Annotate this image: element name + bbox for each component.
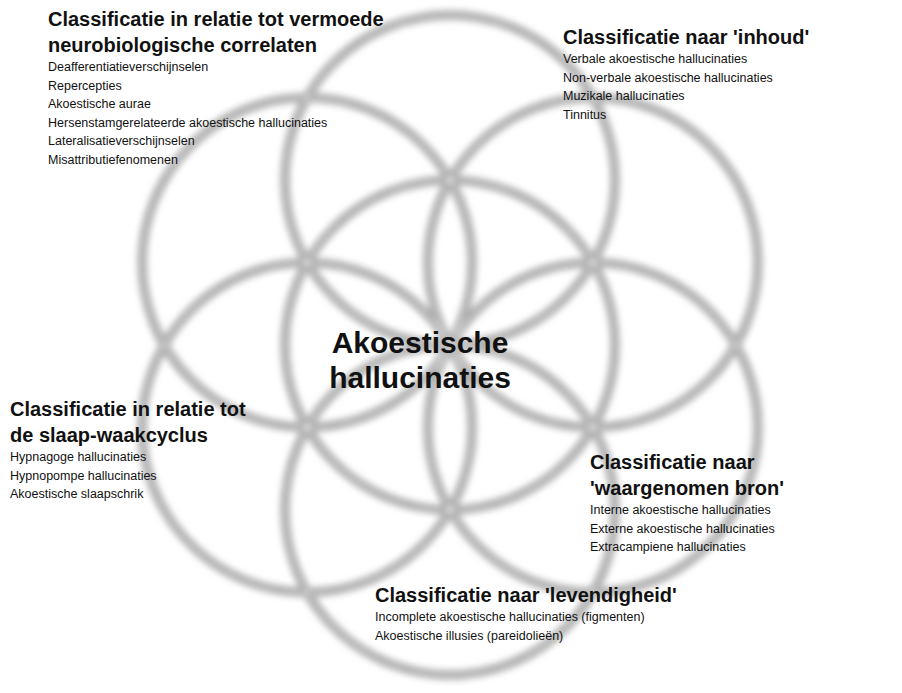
ring [285,180,615,510]
list-item: Lateralisatieverschijnselen [48,132,390,151]
list-item: Interne akoestische hallucinaties [590,501,790,520]
list-item: Hypnagoge hallucinaties [10,448,252,467]
list-item: Akoestische slaapschrik [10,485,252,504]
list-item: Akoestische aurae [48,95,390,114]
list-item: Repercepties [48,77,390,96]
list-item: Muzikale hallucinaties [563,87,809,106]
group-heading: Classificatie naar 'inhoud' [563,24,809,50]
classification-group: Classificatie naar 'waargenomen bron'Int… [590,449,790,557]
list-item: Externe akoestische hallucinaties [590,520,790,539]
list-item: Extracampiene hallucinaties [590,538,790,557]
group-heading: Classificatie in relatie tot de slaap-wa… [10,396,252,448]
ring-highlight [285,180,615,510]
group-heading: Classificatie naar 'waargenomen bron' [590,449,790,501]
central-title: Akoestische hallucinaties [326,325,514,395]
list-item: Tinnitus [563,106,809,125]
classification-group: Classificatie naar 'levendigheid'Incompl… [375,582,677,645]
group-heading: Classificatie in relatie tot vermoede ne… [48,6,390,58]
list-item: Verbale akoestische hallucinaties [563,50,809,69]
classification-group: Classificatie in relatie tot vermoede ne… [48,6,390,169]
central-topic: Akoestische hallucinaties [326,325,514,395]
group-heading: Classificatie naar 'levendigheid' [375,582,677,608]
list-item: Misattributiefenomenen [48,151,390,170]
list-item: Akoestische illusies (pareidolieën) [375,627,677,646]
list-item: Hypnopompe hallucinaties [10,467,252,486]
list-item: Incomplete akoestische hallucinaties (fi… [375,608,677,627]
classification-group: Classificatie naar 'inhoud'Verbale akoes… [563,24,809,124]
list-item: Deafferentiatieverschijnselen [48,58,390,77]
classification-group: Classificatie in relatie tot de slaap-wa… [10,396,252,504]
list-item: Hersenstamgerelateerde akoestische hallu… [48,114,390,133]
list-item: Non-verbale akoestische hallucinaties [563,69,809,88]
